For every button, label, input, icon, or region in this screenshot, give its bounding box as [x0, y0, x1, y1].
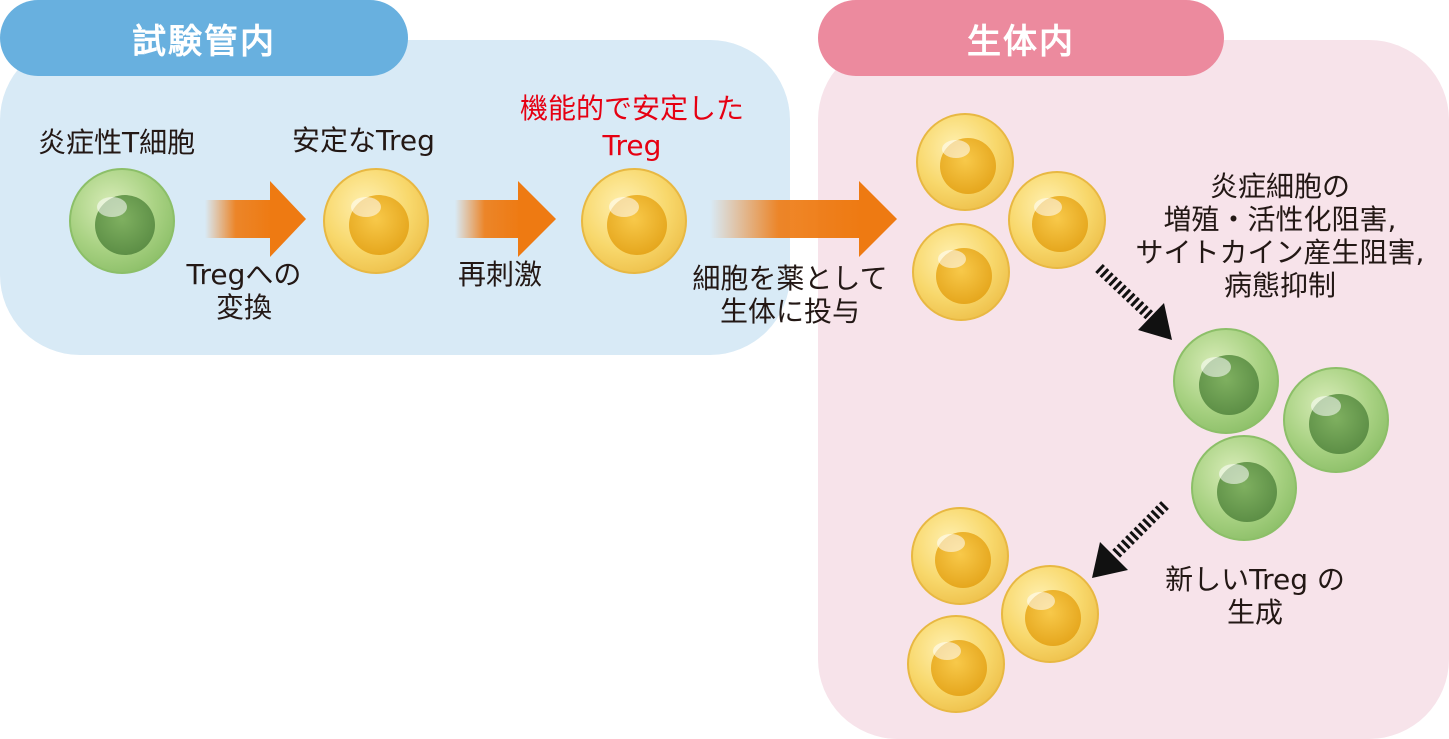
dashed-arrow-suppression	[1095, 263, 1172, 340]
administered-treg-cell	[916, 113, 1014, 211]
in-vivo-tab: 生体内	[818, 0, 1224, 76]
in-vitro-tab: 試験管内	[0, 0, 408, 76]
arrow-convert	[205, 181, 306, 257]
new-treg-cell	[911, 507, 1009, 605]
administer-label-line2: 生体に投与	[719, 295, 860, 328]
new-treg-cell	[907, 615, 1005, 713]
inflammatory-t-label: 炎症性T細胞	[38, 126, 196, 159]
new-treg-label-line1: 新しいTreg の	[1165, 563, 1345, 596]
stable-treg-label: 安定なTreg	[292, 124, 435, 157]
functional-treg-label-line2: Treg	[602, 129, 662, 162]
suppression-effect-label: 炎症細胞の 増殖・活性化阻害, サイトカイン産生阻害, 病態抑制	[1120, 170, 1440, 302]
new-treg-label: 新しいTreg の 生成	[1135, 563, 1375, 629]
suppression-effect-line1: 炎症細胞の	[1209, 170, 1350, 203]
arrow-restim	[455, 181, 556, 257]
new-treg-cell	[1001, 565, 1099, 663]
restim-label: 再刺激	[457, 258, 542, 291]
administer-label-line1: 細胞を薬として	[692, 262, 888, 295]
convert-label-line2: 変換	[215, 291, 272, 324]
suppressed-inflammatory-cell	[1191, 435, 1297, 541]
administered-treg-cell	[912, 223, 1010, 321]
in-vitro-title: 試験管内	[132, 21, 276, 62]
in-vivo-title: 生体内	[967, 21, 1075, 62]
convert-label-line1: Tregへの	[186, 258, 302, 291]
suppression-effect-line2: 増殖・活性化阻害,	[1163, 203, 1397, 236]
suppression-effect-line3: サイトカイン産生阻害,	[1135, 236, 1425, 269]
arrow-administer	[710, 181, 897, 257]
dashed-arrow-new-treg	[1092, 501, 1169, 578]
functional-treg-label-line1: 機能的で安定した	[519, 92, 744, 125]
administered-treg-cell	[1008, 171, 1106, 269]
new-treg-label-line2: 生成	[1226, 596, 1283, 629]
suppression-effect-line4: 病態抑制	[1223, 269, 1336, 302]
inflammatory-t-cell	[69, 168, 175, 274]
functional-treg-cell	[581, 168, 687, 274]
suppressed-inflammatory-cell	[1283, 367, 1389, 473]
convert-label: Tregへの 変換	[166, 258, 322, 324]
suppressed-inflammatory-cell	[1173, 328, 1279, 434]
functional-treg-label: 機能的で安定した Treg	[512, 92, 752, 162]
administer-label: 細胞を薬として 生体に投与	[680, 262, 900, 328]
stable-treg-cell	[323, 168, 429, 274]
